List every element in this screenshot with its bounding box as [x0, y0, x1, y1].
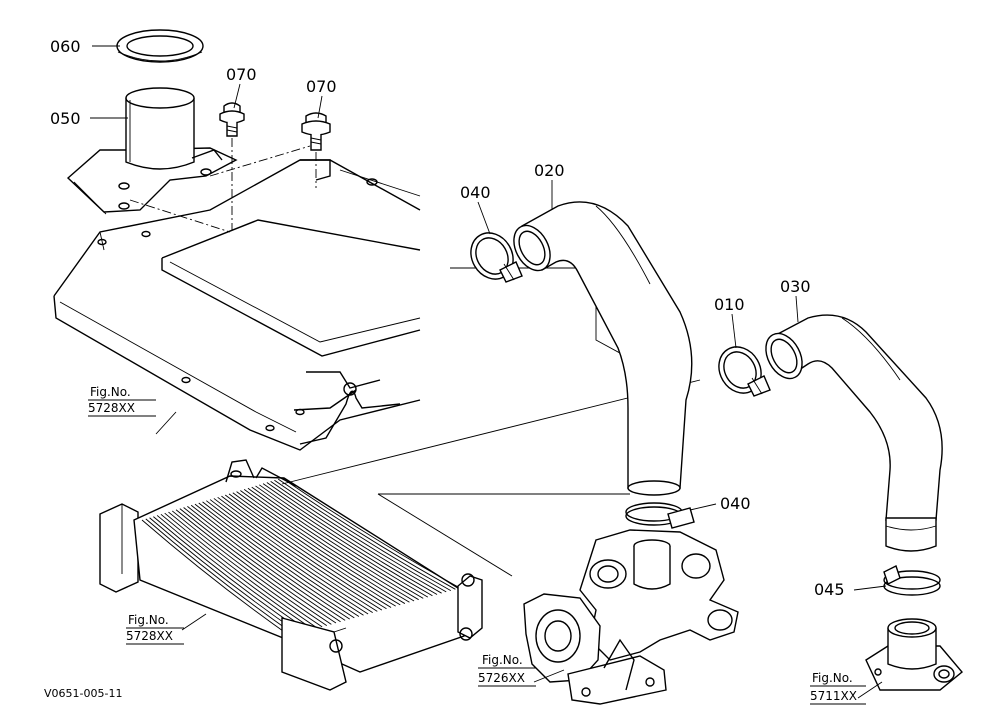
- cooling-fin: [243, 488, 415, 602]
- cooling-fin: [202, 501, 364, 616]
- cooling-fin: [194, 503, 355, 619]
- cooling-fin: [209, 499, 373, 614]
- cooling-fin: [179, 508, 337, 624]
- cooling-fin: [224, 494, 392, 608]
- cooling-fin: [183, 507, 341, 623]
- figref-5711xx-number: 5711XX: [810, 689, 857, 703]
- cooling-fin: [266, 482, 442, 594]
- intake-inlet-pipe: [865, 618, 963, 691]
- figref-5726xx-label: Fig.No.: [482, 653, 523, 667]
- upper-cover-housing: [53, 159, 421, 451]
- part-010-hose-clamp: [718, 346, 771, 397]
- cooling-fin: [240, 490, 410, 603]
- figref-5726xx-number: 5726XX: [478, 671, 525, 685]
- cooling-fin: [175, 509, 332, 625]
- cooling-fin: [259, 484, 433, 597]
- cooling-fin: [247, 487, 419, 601]
- callout-020: 020: [534, 161, 565, 180]
- cooling-fin: [221, 495, 387, 610]
- cooling-fin: [217, 496, 383, 611]
- part-040-hose-clamp-lower: [625, 502, 695, 529]
- cooling-fin: [236, 491, 406, 604]
- part-060-seal-ring: [116, 29, 204, 63]
- turbocharger: [523, 529, 739, 705]
- callout-050: 050: [50, 109, 81, 128]
- cooling-fin: [190, 504, 350, 620]
- part-020-air-hose: [513, 201, 693, 496]
- cooling-fin: [160, 513, 314, 630]
- cooling-fin: [145, 518, 295, 636]
- callout-045: 045: [814, 580, 845, 599]
- part-045-hose-clamp: [883, 565, 941, 596]
- figref-5711xx-label: Fig.No.: [812, 671, 853, 685]
- callout-010: 010: [714, 295, 745, 314]
- callout-030: 030: [780, 277, 811, 296]
- cooling-fin: [187, 506, 346, 621]
- part-070-bolt-left: [219, 102, 245, 137]
- intercooler-core: [99, 459, 483, 691]
- cooling-fin: [251, 486, 424, 599]
- part-030-air-hose: [765, 314, 943, 552]
- cooling-fin: [262, 483, 438, 595]
- cooling-fin: [156, 515, 309, 632]
- figref-5728xx-cover-number: 5728XX: [88, 401, 135, 415]
- callout-060: 060: [50, 37, 81, 56]
- drawing-code: V0651-005-11: [44, 687, 122, 700]
- cooling-fin: [232, 492, 401, 606]
- callout-040-upper: 040: [460, 183, 491, 202]
- cooling-fin: [213, 498, 378, 612]
- figref-5728xx-core-number: 5728XX: [126, 629, 173, 643]
- callout-070-left: 070: [226, 65, 257, 84]
- part-070-bolt-right: [301, 112, 331, 151]
- figref-5728xx-cover-label: Fig.No.: [90, 385, 131, 399]
- cooling-fin: [164, 512, 318, 629]
- cooling-fin: [168, 511, 323, 628]
- cooling-fin: [281, 477, 461, 589]
- cooling-fin: [228, 493, 396, 607]
- callout-070-right: 070: [306, 77, 337, 96]
- cooling-fin: [270, 481, 447, 593]
- figref-5728xx-core-label: Fig.No.: [128, 613, 169, 627]
- part-050-duct-plate: [66, 87, 238, 215]
- cooling-fin: [274, 479, 452, 591]
- part-040-hose-clamp-upper: [470, 232, 523, 283]
- cooling-fin: [277, 478, 456, 590]
- callout-040-lower: 040: [720, 494, 751, 513]
- cooling-fin: [198, 502, 360, 617]
- cooling-fin: [206, 500, 369, 615]
- cooling-fin: [255, 485, 429, 598]
- cooling-fin: [141, 519, 291, 637]
- cooling-fin: [171, 510, 328, 626]
